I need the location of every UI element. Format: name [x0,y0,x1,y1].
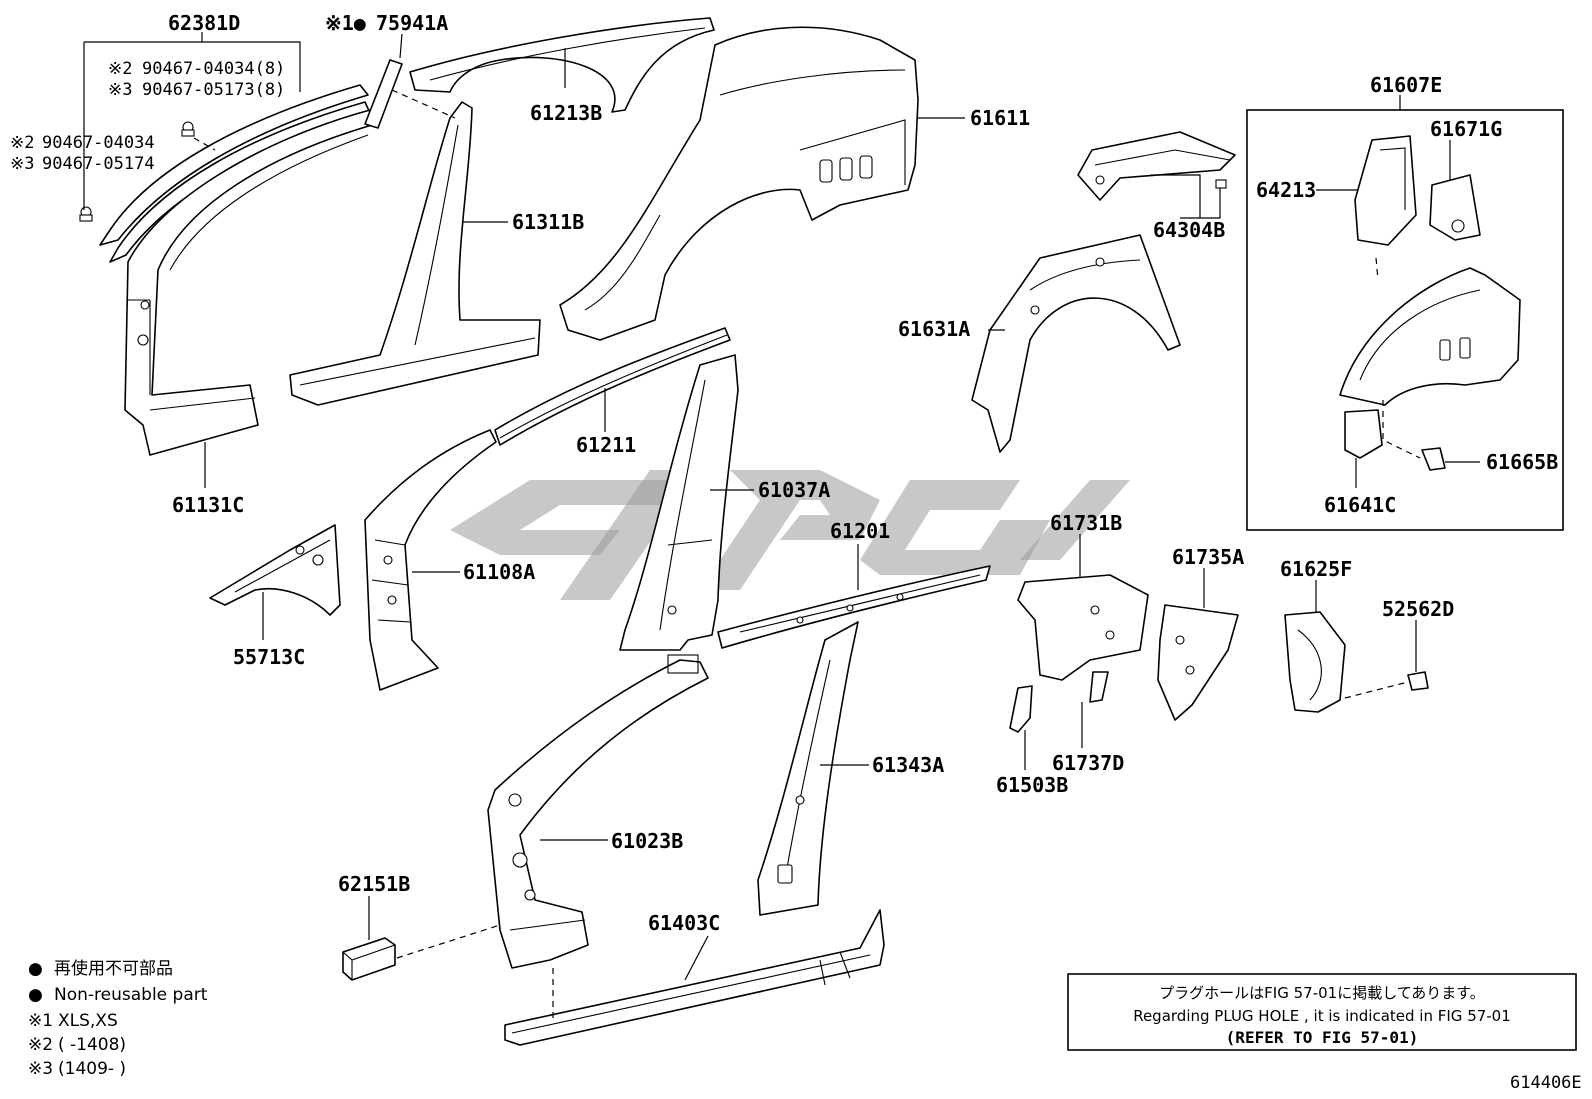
part-61671G-shape [1429,174,1481,241]
part-61311B-shape [289,101,541,406]
legend-note-1-text: XLS,XS [58,1011,118,1031]
leader-lines [83,32,1480,981]
label-75941A: 75941A [376,11,448,35]
part-61735A-shape [1157,604,1239,721]
label-61503B: 61503B [996,773,1068,797]
part-61213B-shape [409,17,715,113]
label-61641C: 61641C [1324,493,1396,517]
note-ref: (REFER TO FIG 57-01) [1226,1028,1419,1047]
label-61311B: 61311B [512,210,584,234]
label-61607E: 61607E [1370,73,1442,97]
part-61503B-shape [1009,685,1033,733]
part-61023B-shape [487,654,709,969]
part-61625F-shape [1284,611,1346,713]
label-61731B: 61731B [1050,511,1122,535]
part-75941A-shape [364,59,403,129]
group-box-61607E [1246,109,1564,531]
clip-label-1-number: 90467-04034(8) [142,59,285,79]
label-62381D: 62381D [168,11,240,35]
clip-label-3-mark: ※2 [10,133,34,153]
label-75941A-prefix: ※1● [325,11,366,35]
part-61737D-shape [1089,671,1109,703]
watermark-logo [450,470,1130,600]
label-61625F: 61625F [1280,557,1352,581]
clip-label-2-number: 90467-05173(8) [142,80,285,100]
assembly-dashes [193,89,1421,1020]
part-61641C-shape [1344,409,1383,459]
part-61131C-shape [124,109,373,456]
label-62151B: 62151B [338,872,410,896]
label-61211: 61211 [576,433,636,457]
label-52562D: 52562D [1382,597,1454,621]
label-61611: 61611 [970,106,1030,130]
legend-note-3-mark: ※3 [28,1059,53,1079]
legend-jp: 再使用不可部品 [54,958,173,979]
clip-labels: ※2 90467-04034(8) ※3 90467-05173(8) ※2 9… [10,59,285,174]
clip-label-4-number: 90467-05174 [42,154,155,174]
part-61665B-shape [1421,447,1446,471]
label-61131C: 61131C [172,493,244,517]
part-64304B-shape [1077,131,1236,201]
legend-en: Non-reusable part [54,985,208,1005]
label-61108A: 61108A [463,560,535,584]
label-61201: 61201 [830,519,890,543]
label-64213: 64213 [1256,178,1316,202]
label-61343A: 61343A [872,753,944,777]
legend-note-3-text: (1409- ) [58,1059,126,1079]
part-61108A-shape [364,429,497,691]
part-61201-shape [717,565,991,649]
label-61737D: 61737D [1052,751,1124,775]
legend-bullet-2: ● [28,985,43,1005]
plug-hole-note: プラグホールはFIG 57-01に掲載してあります。 Regarding PLU… [1067,973,1577,1051]
label-61671G: 61671G [1430,117,1502,141]
label-61037A: 61037A [758,478,830,502]
note-en: Regarding PLUG HOLE , it is indicated in… [1133,1007,1511,1025]
label-61631A: 61631A [898,317,970,341]
part-61403C-shape [504,909,885,1046]
part-64213-shape [1354,135,1417,246]
clip-label-3-number: 90467-04034 [42,133,155,153]
label-61665B: 61665B [1486,450,1558,474]
legend-note-2-mark: ※2 [28,1035,53,1055]
part-61731B-shape [1017,574,1149,681]
label-61735A: 61735A [1172,545,1244,569]
part-62151B-shape [342,937,396,981]
label-64304B: 64304B [1153,218,1225,242]
label-61023B: 61023B [611,829,683,853]
legend-note-1-mark: ※1 [28,1011,53,1031]
clip-fastener-1 [181,121,195,137]
legend: ● 再使用不可部品 ● Non-reusable part ※1 XLS,XS … [28,958,208,1079]
clip-fastener-2 [79,206,93,222]
legend-bullet-1: ● [28,959,43,979]
note-jp: プラグホールはFIG 57-01に掲載してあります。 [1159,984,1485,1002]
clip-label-4-mark: ※3 [10,154,34,174]
clip-label-1-mark: ※2 [108,59,132,79]
clip-fastener-3 [1215,179,1227,189]
part-61607E-shape [1339,267,1521,406]
part-61611-shape [559,26,919,341]
part-61343A-shape [757,621,859,916]
part-55713C-shape [209,524,341,616]
part-61037A-shape [619,354,739,651]
label-55713C: 55713C [233,645,305,669]
part-52562D-shape [1407,671,1429,691]
part-61631A-shape [971,234,1181,453]
legend-note-2-text: ( -1408) [58,1035,126,1055]
clip-label-2-mark: ※3 [108,80,132,100]
label-61213B: 61213B [530,101,602,125]
part-61211-shape [494,327,731,446]
part-labels: 62381D ※1● 75941A 61213B 61611 61311B 61… [168,11,1558,935]
label-61403C: 61403C [648,911,720,935]
figure-code: 614406E [1510,1073,1582,1093]
